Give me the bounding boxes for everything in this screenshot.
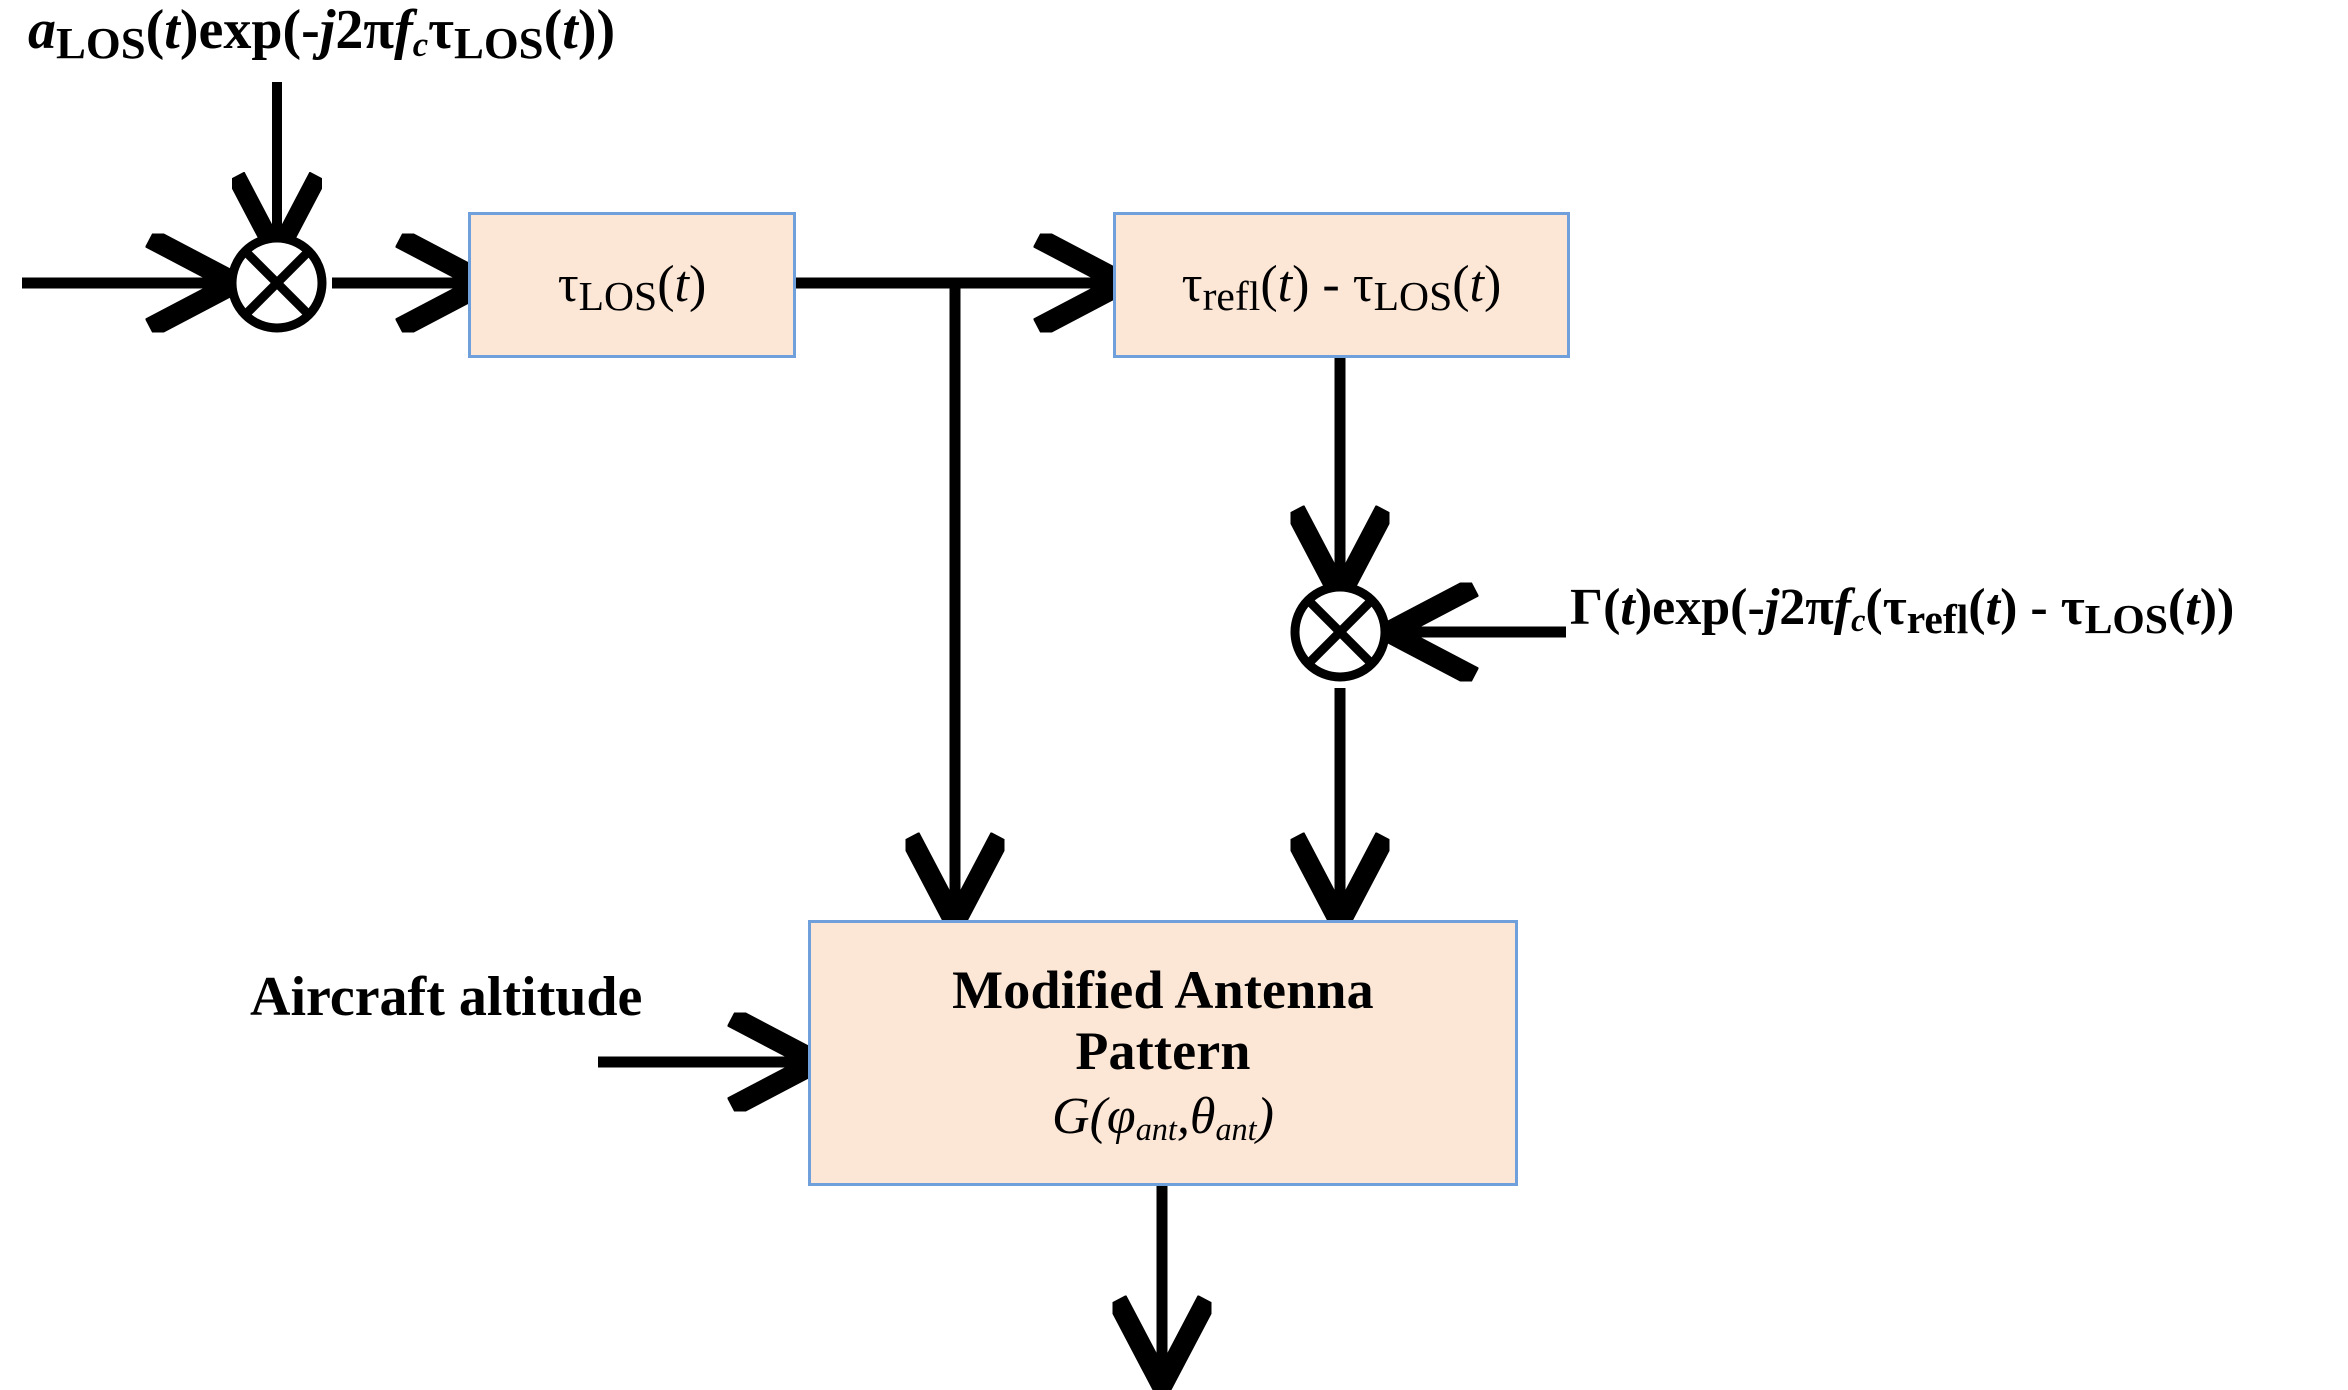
- multiplier-node-refl-glyph: [1290, 582, 1390, 682]
- refl-gain-term-label: Γ(t)exp(-j2πfc(τrefl(t) - τLOS(t)): [1570, 579, 2235, 643]
- tau-los-block[interactable]: τLOS(t) τLOS(t): [468, 212, 796, 358]
- tau-difference-block-label: τrefl(t) - τLOS(t): [1181, 255, 1502, 320]
- antenna-pattern-line3: G(φant,θant): [1052, 1087, 1274, 1148]
- los-gain-term-label: aLOS(t)exp(-j2πfcτLOS(t)): [28, 0, 616, 68]
- aircraft-altitude-label: Aircraft altitude: [250, 966, 643, 1028]
- tau-los-block-label: τLOS(t): [557, 255, 707, 320]
- multiplier-node-los-glyph: [227, 233, 327, 333]
- tau-difference-block[interactable]: τrefl(t) - τLOS(t) τrefl(t) - τLOS(t): [1113, 212, 1570, 358]
- modified-antenna-pattern-block[interactable]: Modified Antenna Pattern G(φant,θant) G(…: [808, 920, 1518, 1186]
- antenna-pattern-line2: Pattern: [1075, 1020, 1251, 1081]
- antenna-pattern-line1: Modified Antenna: [952, 960, 1374, 1021]
